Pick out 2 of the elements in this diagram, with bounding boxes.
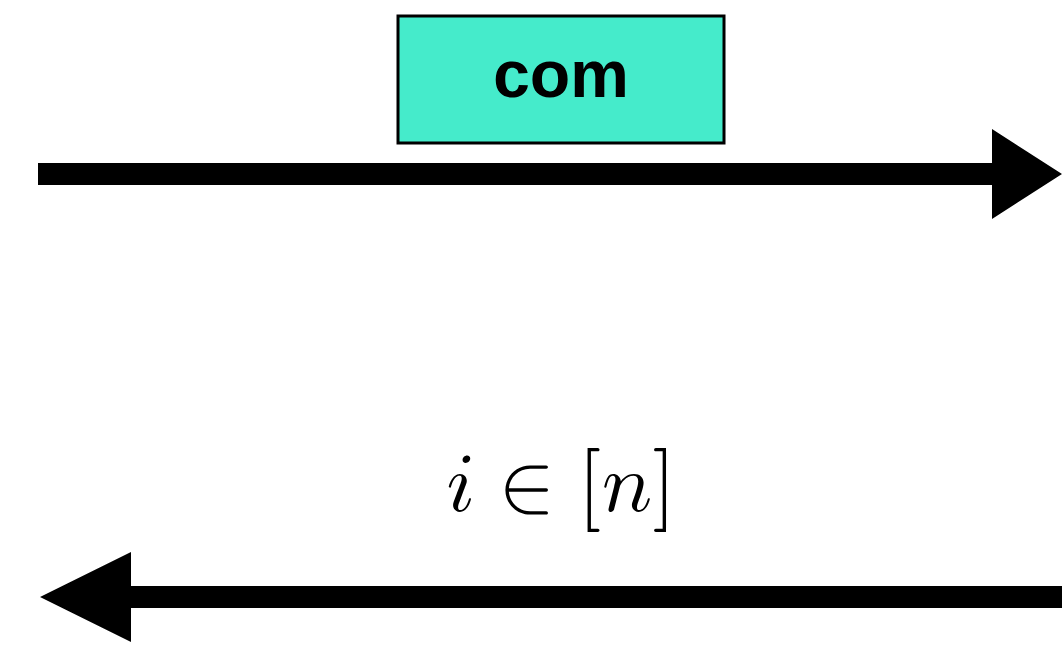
math-label: $i \in [n]$ xyxy=(448,448,666,532)
label-box: com xyxy=(396,14,726,145)
